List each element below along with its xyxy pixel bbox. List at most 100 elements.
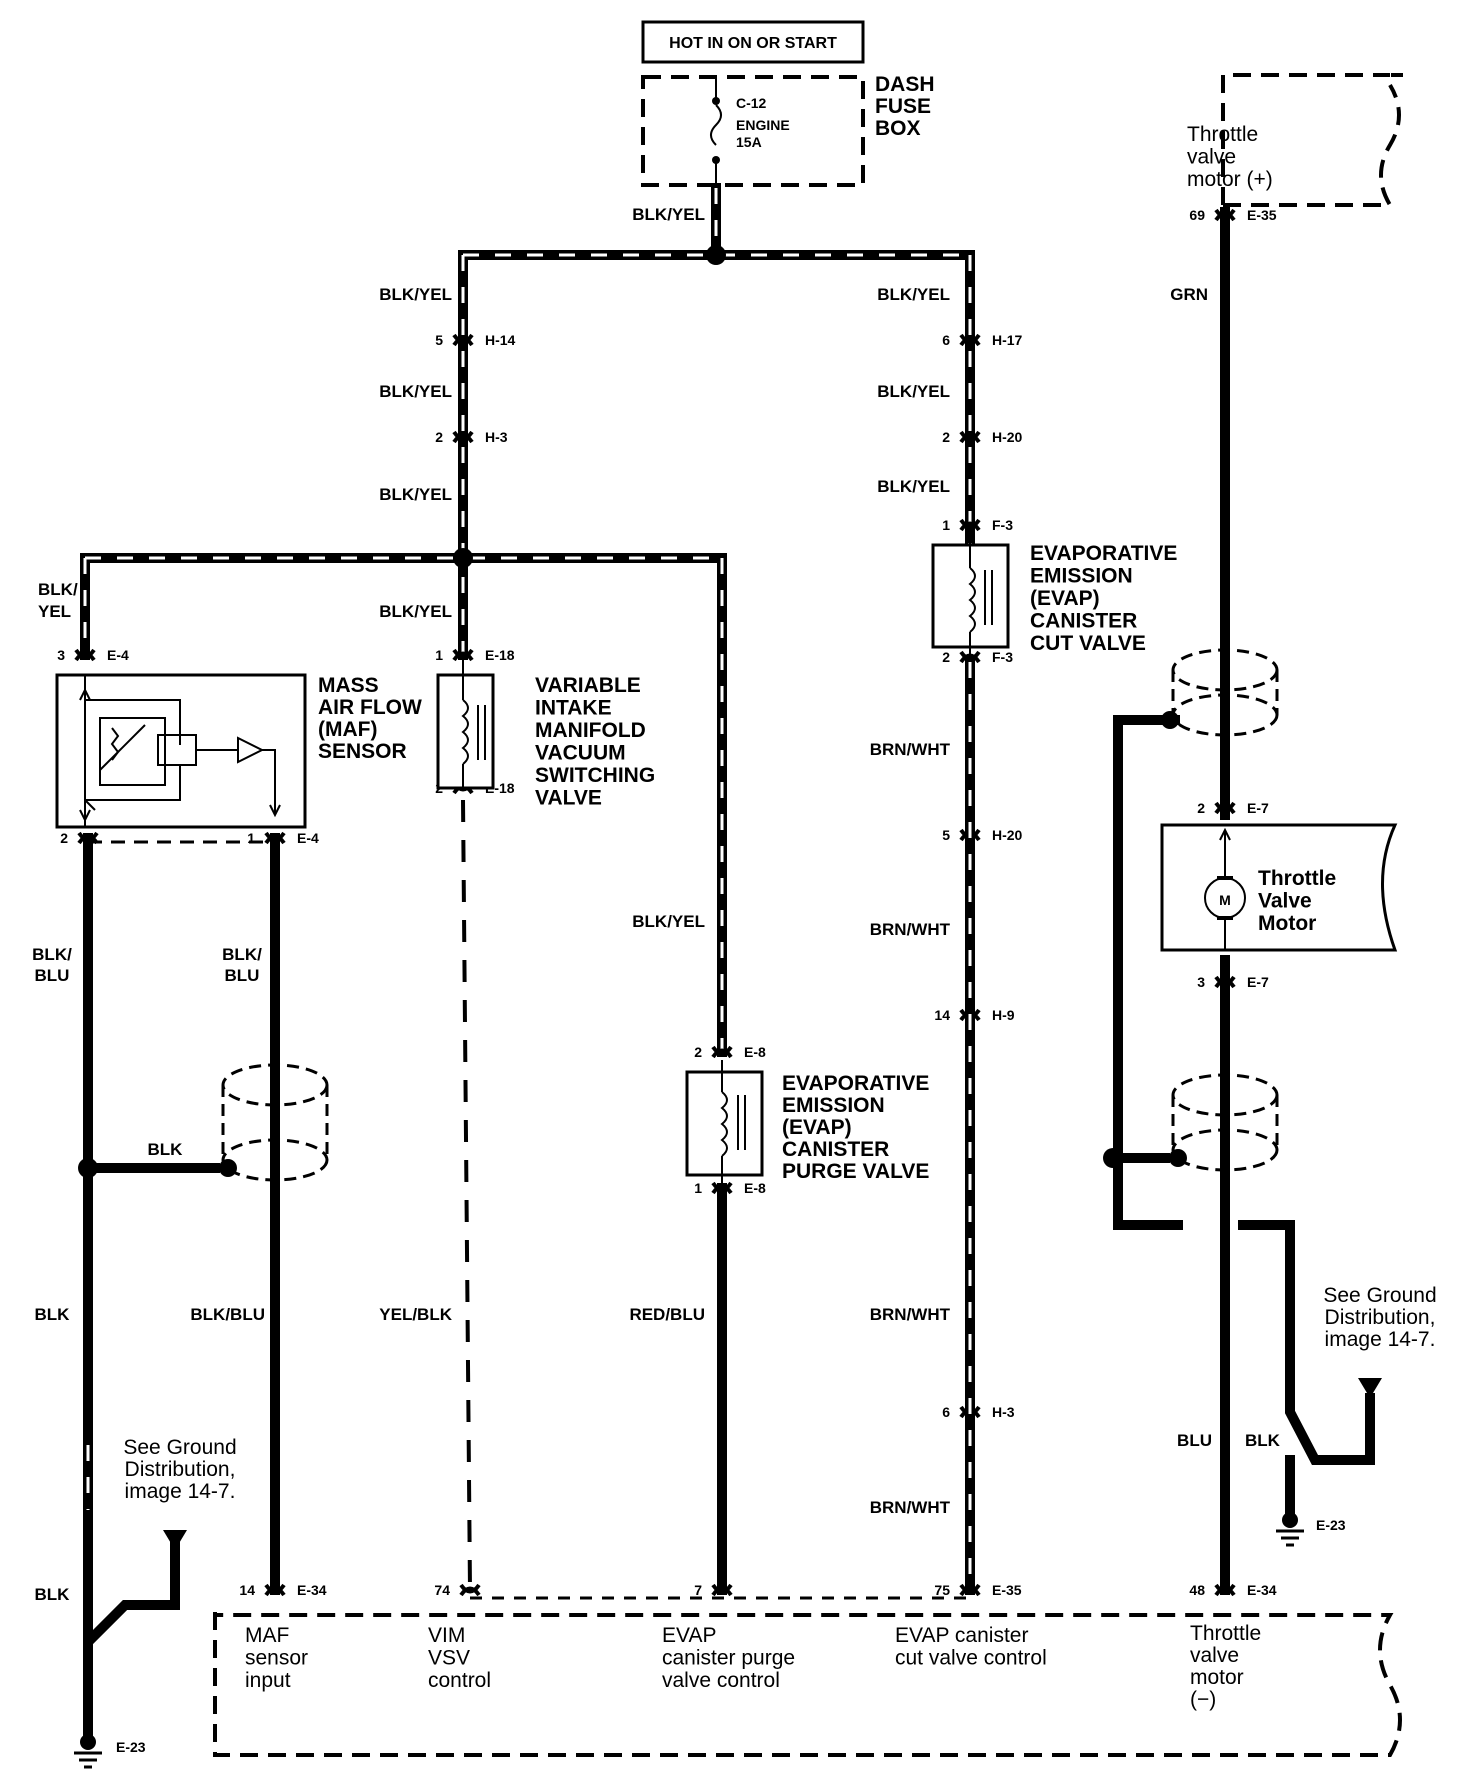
wire-label-blk-lower: BLK xyxy=(35,1305,71,1324)
connector-pin: 48 xyxy=(1189,1582,1205,1598)
cut-valve-coil xyxy=(968,540,993,655)
wire-label-maf-out-left: BLK/BLU xyxy=(32,945,72,985)
blk-yel-feed-wire xyxy=(80,183,975,1057)
motor-symbol: M xyxy=(1219,892,1231,908)
connector-f3-in: 1 F-3 xyxy=(942,517,1013,533)
connector-mark xyxy=(459,1583,481,1597)
connector-id: H-3 xyxy=(485,429,508,445)
shield-drain-right-top xyxy=(1161,711,1179,729)
connector-pin: 75 xyxy=(934,1582,950,1598)
connector-pin: 1 xyxy=(247,830,255,846)
wire-label-left-3: BLK/YEL xyxy=(379,485,452,504)
splice-maf-shield xyxy=(78,1158,98,1178)
purge-valve-coil xyxy=(720,1060,746,1185)
connector-id: H-20 xyxy=(992,429,1023,445)
wire-label-right-2: BLK/YEL xyxy=(877,382,950,401)
connector-pin: 3 xyxy=(1197,974,1205,990)
wire-label-purge-feed: BLK/YEL xyxy=(632,912,705,931)
connector-pin: 2 xyxy=(60,830,68,846)
connector-h3-low: 6 H-3 xyxy=(942,1404,1015,1420)
wire-label-vim-feed: BLK/YEL xyxy=(379,602,452,621)
connector-id: H-20 xyxy=(992,827,1023,843)
power-source-label: HOT IN ON OR START xyxy=(669,35,837,52)
connector-id: F-3 xyxy=(992,649,1013,665)
connector-e35-top: 69 E-35 xyxy=(1189,207,1276,223)
splice-right-shield xyxy=(1103,1148,1123,1168)
connector-pin: 69 xyxy=(1189,207,1205,223)
splice-top xyxy=(706,245,726,265)
connector-pin: 2 xyxy=(694,1044,702,1060)
splice-left xyxy=(453,548,473,568)
connector-pin: 2 xyxy=(1197,800,1205,816)
connector-pin: 5 xyxy=(942,827,950,843)
vim-valve-box xyxy=(436,673,495,790)
connector-id: H-14 xyxy=(485,332,516,348)
wire-label-blk-bottom: BLK xyxy=(35,1585,71,1604)
connector-pin: 3 xyxy=(57,647,65,663)
connector-id: H-9 xyxy=(992,1007,1015,1023)
wire-label-main-feed: BLK/YEL xyxy=(632,205,705,224)
connector-pin: 1 xyxy=(435,647,443,663)
wire-label-brn-wht-4: BRN/WHT xyxy=(870,1498,951,1517)
dash-fuse-box xyxy=(641,75,865,187)
connector-pin: 1 xyxy=(694,1180,702,1196)
connector-mark xyxy=(959,333,981,347)
connector-pin: 6 xyxy=(942,1404,950,1420)
wire-label-blk-right: BLK xyxy=(1245,1431,1281,1450)
connector-id: H-3 xyxy=(992,1404,1015,1420)
wire-label-maf-out-right: BLK/BLU xyxy=(222,945,262,985)
wire-label-left-2: BLK/YEL xyxy=(379,382,452,401)
connector-id: E-8 xyxy=(744,1044,766,1060)
shield-right-bottom xyxy=(1171,1073,1279,1172)
wire-label-right-3: BLK/YEL xyxy=(877,477,950,496)
wire-label-left-1: BLK/YEL xyxy=(379,285,452,304)
connector-id: E-7 xyxy=(1247,800,1269,816)
wire-label-brn-wht-2: BRN/WHT xyxy=(870,920,951,939)
wire-label-shield-link: BLK xyxy=(148,1140,184,1159)
connector-mark xyxy=(959,430,981,444)
connector-id: E-35 xyxy=(1247,207,1277,223)
connector-pin: 2 xyxy=(435,429,443,445)
connector-h20-low: 5 H-20 xyxy=(942,827,1022,843)
shield-drain-left xyxy=(219,1159,237,1177)
connector-id: E-4 xyxy=(297,830,319,846)
wire-label-right-1: BLK/YEL xyxy=(877,285,950,304)
fuse-id: C-12 xyxy=(736,95,767,111)
vim-valve-coil xyxy=(461,660,486,790)
connector-pin: 6 xyxy=(942,332,950,348)
connector-id: F-3 xyxy=(992,517,1013,533)
ground-left-symbol xyxy=(74,1530,187,1769)
connector-mark xyxy=(452,333,474,347)
connector-pin: 1 xyxy=(942,517,950,533)
connector-pcm-74: 74 xyxy=(434,1582,481,1598)
purge-valve-box xyxy=(685,1070,764,1177)
wire-label-grn: GRN xyxy=(1170,285,1208,304)
ground-right-symbol xyxy=(1276,1378,1382,1547)
connector-pin: 74 xyxy=(434,1582,450,1598)
connector-mark xyxy=(959,518,981,532)
connector-e4-in: 3 E-4 xyxy=(57,647,129,663)
connector-id: E-4 xyxy=(107,647,129,663)
connector-mark xyxy=(74,648,96,662)
wire-label-brn-wht-1: BRN/WHT xyxy=(870,740,951,759)
fuse-rating: 15A xyxy=(736,134,762,150)
connector-pin: 14 xyxy=(934,1007,950,1023)
